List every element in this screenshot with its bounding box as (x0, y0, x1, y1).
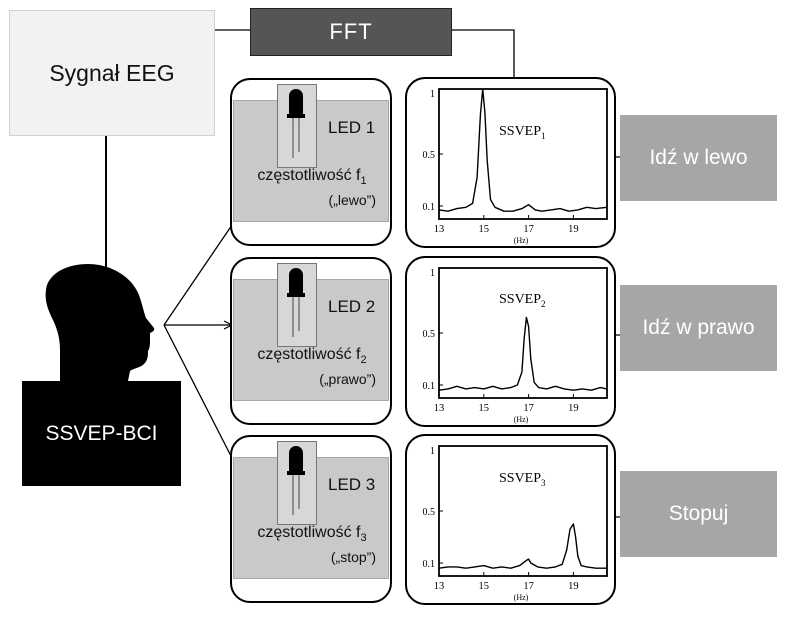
spectrum-line (438, 88, 608, 212)
plot-frame (438, 445, 608, 577)
led-panel-1: LED 1 częstotliwość f1 („lewo”) (230, 78, 392, 246)
y-tick-label: 0.1 (423, 381, 436, 392)
spectrum-line (438, 316, 608, 391)
x-axis-label: (Hz) (514, 593, 529, 602)
plot-frame (438, 88, 608, 220)
fft-box: FFT (250, 8, 452, 56)
chart-title: SSVEP2 (499, 292, 546, 309)
action-box-left: Idź w lewo (620, 115, 777, 201)
led-panel-3: LED 3 częstotliwość f3 („stop”) (230, 435, 392, 603)
x-tick-label: 17 (523, 581, 534, 592)
led-bulb-icon (287, 446, 305, 515)
head-silhouette-icon (45, 264, 155, 381)
ssvep-spectrum-chart-2: 1 0.5 0.1 13 15 17 19 (Hz) SSVEP2 (423, 267, 608, 424)
x-tick-label: 19 (568, 224, 579, 235)
spectrum-panel-3: 1 0.5 0.1 13 15 17 19 (Hz) SSVEP3 (405, 434, 616, 605)
y-tick-label: 0.1 (423, 559, 436, 570)
x-tick-label: 15 (479, 403, 490, 414)
led-panel-2: LED 2 częstotliwość f2 („prawo”) (230, 257, 392, 425)
x-tick-label: 19 (568, 581, 579, 592)
spectrum-panel-1: 1 0.5 0.1 13 15 17 19 (Hz) SSVEP1 (405, 77, 616, 248)
ssvep-spectrum-chart-3: 1 0.5 0.1 13 15 17 19 (Hz) SSVEP3 (423, 445, 608, 602)
x-tick-label: 13 (434, 581, 445, 592)
led-name: LED 1 (328, 118, 376, 137)
y-tick-label: 0.5 (423, 150, 436, 161)
led-command: („stop”) (330, 549, 376, 565)
led-name: LED 3 (328, 475, 376, 494)
chart-title: SSVEP1 (499, 124, 546, 141)
led-frequency: częstotliwość f3 (257, 524, 367, 545)
led-name: LED 2 (328, 297, 376, 316)
action-label: Idź w lewo (649, 146, 748, 169)
eeg-signal-label: Sygnał EEG (49, 59, 175, 86)
led-bulb-icon (287, 268, 305, 337)
spectrum-panel-2: 1 0.5 0.1 13 15 17 19 (Hz) SSVEP2 (405, 256, 616, 427)
y-tick-label: 0.5 (423, 507, 436, 518)
spectrum-line (438, 523, 607, 569)
y-tick-label: 1 (430, 446, 435, 457)
x-tick-label: 19 (568, 403, 579, 414)
y-tick-label: 0.1 (423, 202, 436, 213)
ssvep-bci-label: SSVEP-BCI (45, 421, 158, 445)
x-tick-label: 17 (523, 224, 534, 235)
y-tick-label: 0.5 (423, 329, 436, 340)
action-label: Idź w prawo (642, 316, 755, 339)
action-box-right: Idź w prawo (620, 285, 777, 371)
x-axis-label: (Hz) (514, 236, 529, 245)
action-box-stop: Stopuj (620, 471, 777, 557)
led-frequency: częstotliwość f1 (257, 167, 367, 188)
led-command: („prawo”) (319, 371, 376, 387)
led-bulb-icon (287, 89, 305, 158)
x-tick-label: 13 (434, 403, 445, 414)
head-to-led3-line (163, 324, 233, 459)
led-command: („lewo”) (328, 192, 376, 208)
x-tick-label: 17 (523, 403, 534, 414)
ssvep-bci-box: SSVEP-BCI (22, 381, 181, 486)
plot-frame (438, 267, 608, 399)
eeg-signal-box: Sygnał EEG (9, 10, 215, 136)
x-tick-label: 15 (479, 224, 490, 235)
led-frequency: częstotliwość f2 (257, 346, 367, 367)
y-tick-label: 1 (430, 268, 435, 279)
fft-label: FFT (329, 19, 373, 44)
ssvep-spectrum-chart-1: 1 0.5 0.1 13 15 17 19 (Hz) SSVEP1 (423, 88, 608, 245)
y-tick-label: 1 (430, 89, 435, 100)
x-tick-label: 15 (479, 581, 490, 592)
action-label: Stopuj (668, 502, 729, 525)
x-tick-label: 13 (434, 224, 445, 235)
chart-title: SSVEP3 (499, 471, 546, 488)
head-to-led1-line (163, 224, 233, 326)
x-axis-label: (Hz) (514, 415, 529, 424)
